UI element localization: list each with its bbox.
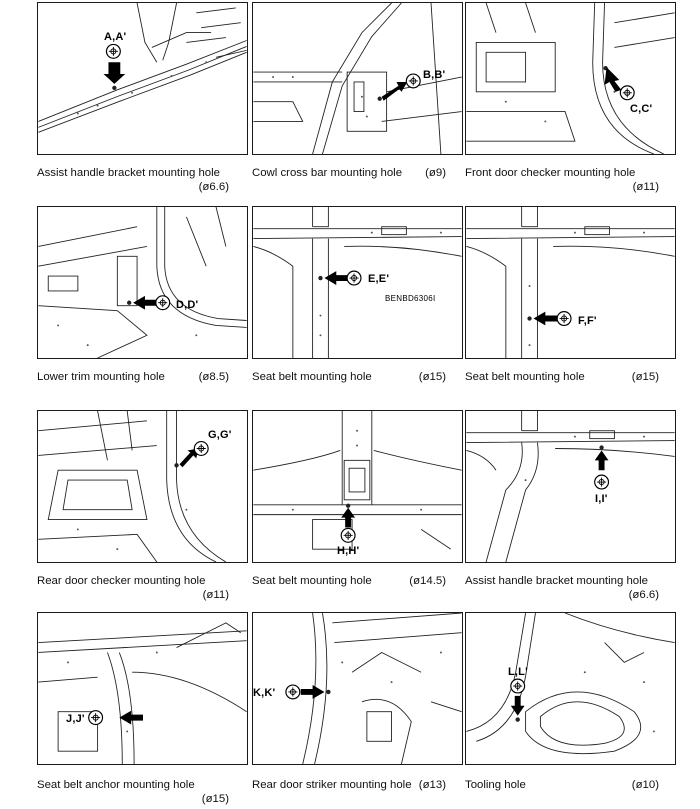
- drawing-code: BENBD6306I: [385, 294, 436, 303]
- seat-belt-drawing-h: [253, 411, 462, 550]
- callout-label: H,H': [337, 545, 360, 557]
- callout-label: K,K': [253, 687, 276, 699]
- callout-label: B,B': [423, 69, 446, 81]
- seat-belt-drawing-f: [466, 207, 675, 358]
- figure-panel-b: B,B': [252, 2, 463, 155]
- tooling-hole-drawing: [466, 613, 675, 755]
- caption: Assist handle bracket mounting hole: [465, 575, 648, 587]
- figure-panel-a: A,A': [37, 2, 248, 155]
- caption: Seat belt anchor mounting hole: [37, 779, 195, 791]
- callout-label: E,E': [368, 273, 390, 285]
- callout-label: A,A': [104, 31, 127, 43]
- figure-panel-k: K,K': [252, 612, 463, 765]
- figure-panel-e: E,E' BENBD6306I: [252, 206, 463, 359]
- callout-label: D,D': [176, 299, 199, 311]
- caption: Lower trim mounting hole: [37, 371, 165, 383]
- assist-handle-drawing-i: [466, 411, 675, 562]
- caption: Rear door striker mounting hole: [252, 779, 412, 791]
- figure-panel-d: D,D': [37, 206, 248, 359]
- caption: Tooling hole: [465, 779, 526, 791]
- caption: Seat belt mounting hole: [252, 371, 372, 383]
- hole-diameter: (ø8.5): [198, 371, 229, 383]
- hole-diameter: (ø11): [632, 181, 659, 193]
- callout-label: L,L': [508, 666, 528, 678]
- hole-diameter: (ø10): [631, 779, 659, 791]
- hole-diameter: (ø6.6): [198, 181, 229, 193]
- figure-panel-l: L,L': [465, 612, 676, 765]
- caption: Front door checker mounting hole: [465, 167, 636, 179]
- callout-label: G,G': [208, 429, 232, 441]
- hole-diameter: (ø15): [201, 793, 229, 805]
- caption: Rear door checker mounting hole: [37, 575, 206, 587]
- callout-label: F,F': [578, 315, 597, 327]
- hole-diameter: (ø15): [418, 371, 446, 383]
- hole-diameter: (ø11): [202, 589, 229, 601]
- figure-panel-f: F,F': [465, 206, 676, 359]
- caption: Seat belt mounting hole: [465, 371, 585, 383]
- figure-panel-i: I,I': [465, 410, 676, 563]
- seat-belt-anchor-drawing: [38, 622, 247, 764]
- roof-rail-drawing: [38, 3, 247, 133]
- hole-diameter: (ø6.6): [628, 589, 659, 601]
- callout-label: J,J': [66, 713, 85, 725]
- lower-trim-drawing: [38, 207, 247, 358]
- caption: Cowl cross bar mounting hole: [252, 167, 403, 179]
- rear-door-striker-drawing: [285, 613, 462, 764]
- front-door-checker-drawing: [466, 3, 675, 154]
- figure-panel-c: C,C': [465, 2, 676, 155]
- hole-diameter: (ø9): [425, 167, 446, 179]
- cowl-cross-bar-drawing: [253, 3, 462, 154]
- figure-panel-h: H,H': [252, 410, 463, 563]
- hole-diameter: (ø14.5): [409, 575, 446, 587]
- caption: Seat belt mounting hole: [252, 575, 372, 587]
- seat-belt-drawing-e: [253, 207, 462, 358]
- rear-door-checker-drawing: [38, 411, 227, 562]
- caption: Assist handle bracket mounting hole: [37, 167, 220, 179]
- callout-label: C,C': [630, 103, 653, 115]
- figure-panel-g: G,G': [37, 410, 248, 563]
- hole-diameter: (ø13): [418, 779, 446, 791]
- hole-diameter: (ø15): [631, 371, 659, 383]
- callout-label: I,I': [595, 493, 608, 505]
- figure-panel-j: J,J': [37, 612, 248, 765]
